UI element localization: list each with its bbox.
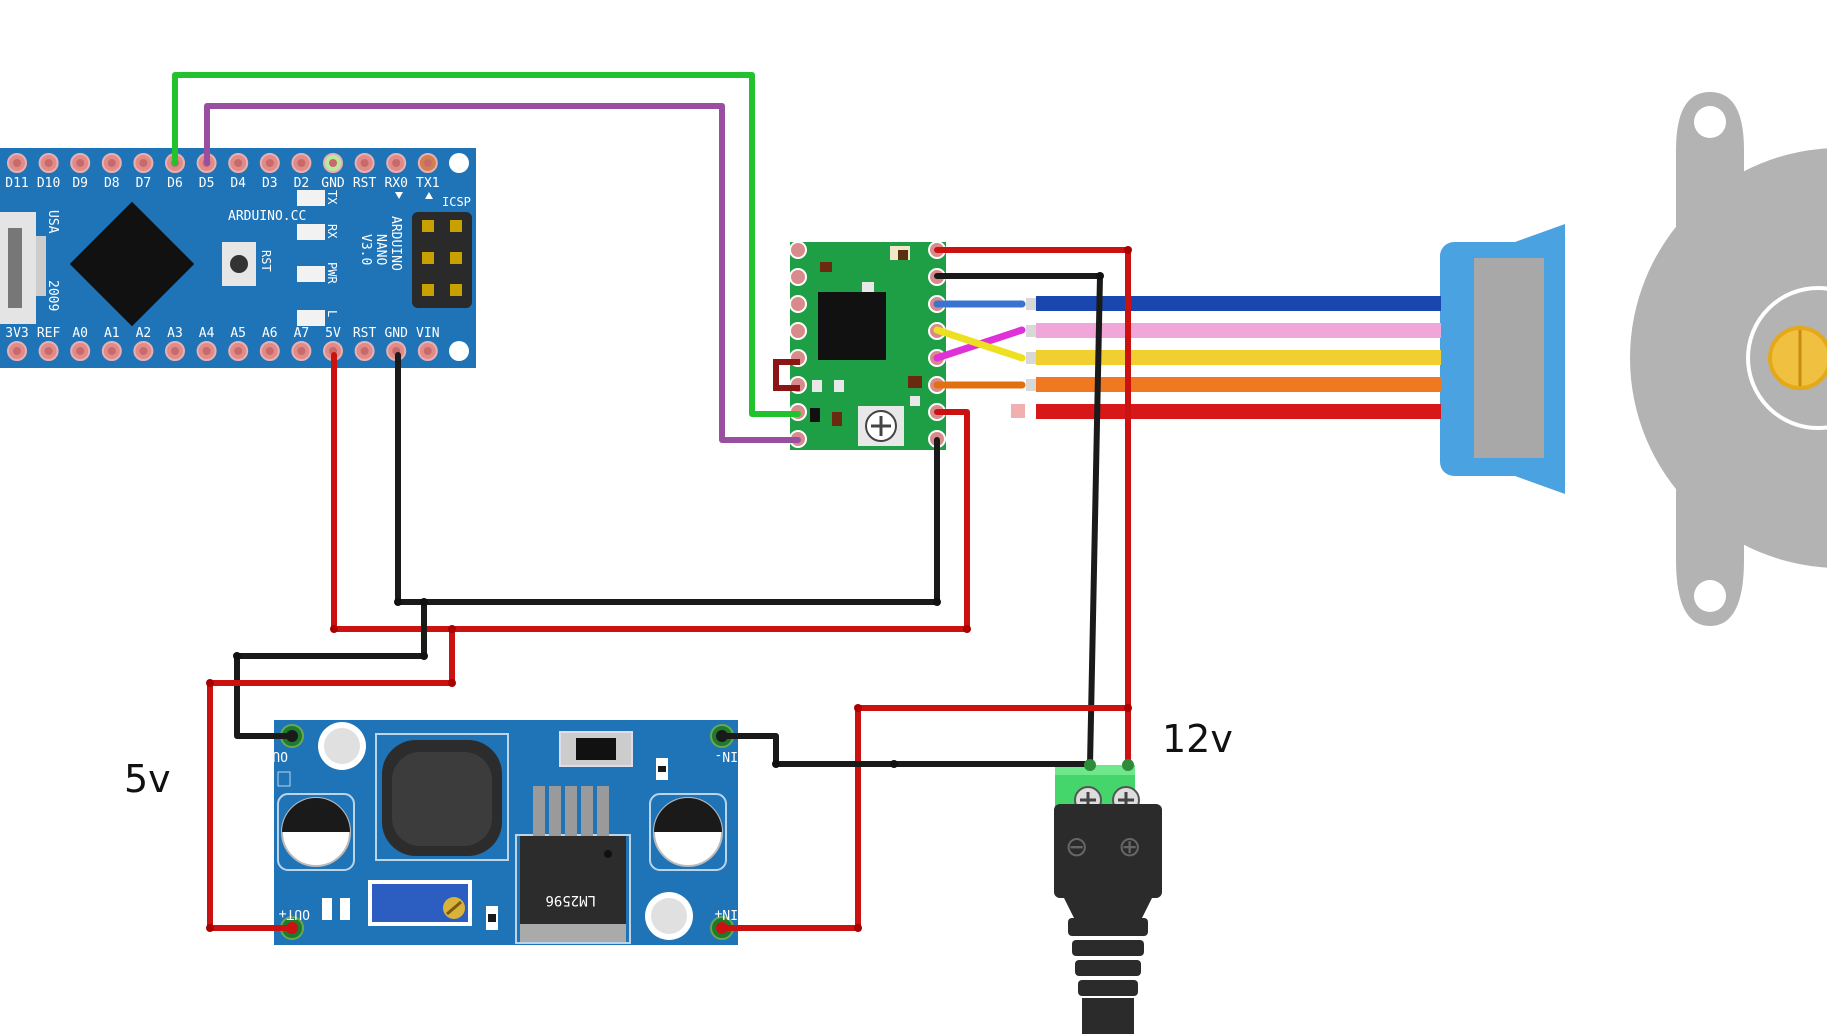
led-tx <box>297 190 325 206</box>
nano-pin-label-bottom-a2: A2 <box>136 326 152 341</box>
nano-pin-label-top-d8: D8 <box>104 176 120 191</box>
nano-pin-label-top-d11: D11 <box>5 176 28 191</box>
silk-tx: TX <box>325 190 339 205</box>
nano-pin-label-top-rst: RST <box>353 176 377 191</box>
nano-pin-label-top-d2: D2 <box>294 176 310 191</box>
nano-pin-label-bottom-a4: A4 <box>199 326 215 341</box>
nano-pin-label-bottom-5v: 5V <box>325 326 341 341</box>
buck-diode <box>576 738 616 760</box>
motor-wire-orange <box>1036 377 1441 392</box>
nano-pin-label-bottom-a6: A6 <box>262 326 278 341</box>
wire-black-buck-in-minus <box>719 733 1093 767</box>
jack-cable <box>1068 918 1148 1034</box>
motor-mount-hole-bottom <box>1694 580 1726 612</box>
silk-pwr: PWR <box>325 262 339 284</box>
wire-black-nano-gnd <box>395 352 940 605</box>
motor-wire-blue <box>1036 296 1441 311</box>
nano-pin-label-top-d6: D6 <box>167 176 183 191</box>
jack-minus-symbol: ⊖ <box>1065 830 1088 863</box>
silk-nano: NANO <box>373 234 388 265</box>
nano-pin-label-top-rx0: RX0 <box>384 176 407 191</box>
motor-wire-yellow <box>1036 350 1441 365</box>
nano-pin-label-top-d10: D10 <box>37 176 60 191</box>
wire-green-d6-step <box>172 72 801 417</box>
motor-wire-pink <box>1036 323 1441 338</box>
label-out-minus: OUT- <box>257 748 288 763</box>
nano-pin-label-bottom-3v3: 3V3 <box>5 326 28 341</box>
wire-black-buck-out-minus <box>234 599 427 739</box>
dc-jack: ⊖ ⊕ <box>1054 765 1162 1034</box>
nano-pin-label-bottom-a7: A7 <box>294 326 310 341</box>
motor-wire-red <box>1036 404 1441 419</box>
silk-rx: RX <box>325 224 339 239</box>
label-in-plus: IN+ <box>714 906 738 921</box>
label-in-minus: IN- <box>715 748 738 763</box>
driver-pin-left-3[interactable] <box>789 295 807 313</box>
nano-pin-label-bottom-ref: REF <box>37 326 61 341</box>
motor-mount-hole-top <box>1694 106 1726 138</box>
label-12v: 12v <box>1162 717 1233 761</box>
nano-pin-label-bottom-a5: A5 <box>230 326 246 341</box>
label-out-plus: OUT+ <box>279 906 310 921</box>
silk-v3: V3.0 <box>358 234 373 265</box>
nano-pin-label-bottom-a3: A3 <box>167 326 183 341</box>
led-l <box>297 310 325 326</box>
driver-pin-left-1[interactable] <box>789 241 807 259</box>
stepper-motor <box>1440 92 1827 626</box>
silk-2009: 2009 <box>45 280 60 311</box>
nano-pin-label-top-d3: D3 <box>262 176 278 191</box>
nano-pin-label-top-d9: D9 <box>72 176 88 191</box>
wire-purple-d5-dir <box>204 103 801 443</box>
wire-driver-yellow <box>933 326 1026 362</box>
motor-body <box>1630 148 1827 568</box>
motor-cable <box>1011 296 1441 419</box>
nano-pin-label-top-gnd: GND <box>321 176 345 191</box>
nano-pin-label-bottom-a0: A0 <box>72 326 88 341</box>
nano-pin-label-top-d5: D5 <box>199 176 215 191</box>
nano-pin-label-bottom-rst: RST <box>353 326 377 341</box>
wire-red-buck-in-plus <box>719 705 1131 931</box>
label-5v: 5v <box>124 757 171 801</box>
silk-usa: USA <box>45 210 60 234</box>
jack-body <box>1054 804 1162 898</box>
sleep-reset-jumper <box>773 359 800 391</box>
nano-pin-label-bottom-gnd: GND <box>384 326 408 341</box>
nano-pin-label-top-tx1: TX1 <box>416 176 439 191</box>
driver-pin-left-4[interactable] <box>789 322 807 340</box>
driver-pin-left-2[interactable] <box>789 268 807 286</box>
lm2596-chip-leads <box>533 786 609 836</box>
led-rx <box>297 224 325 240</box>
nano-pin-label-bottom-a1: A1 <box>104 326 120 341</box>
jack-plus-symbol: ⊕ <box>1118 830 1141 863</box>
nano-pin-label-bottom-vin: VIN <box>416 326 439 341</box>
stepper-driver <box>789 241 946 450</box>
nano-pin-label-top-d7: D7 <box>136 176 152 191</box>
lm2596-label: LM2596 <box>545 892 596 908</box>
wire-endpoints <box>286 730 1134 934</box>
icsp-header <box>412 212 472 308</box>
silk-arduino: ARDUINO <box>388 216 403 271</box>
led-pwr <box>297 266 325 282</box>
silk-rst: RST <box>259 250 273 272</box>
silk-arduino-cc: ARDUINO.CC <box>228 209 306 224</box>
nano-pin-label-top-d4: D4 <box>230 176 246 191</box>
silk-l: L <box>325 310 339 317</box>
silk-icsp: ICSP <box>442 195 471 209</box>
buck-converter: LM2596 OUT- OUT+ IN- IN+ <box>257 720 738 945</box>
driver-chip <box>818 292 886 360</box>
